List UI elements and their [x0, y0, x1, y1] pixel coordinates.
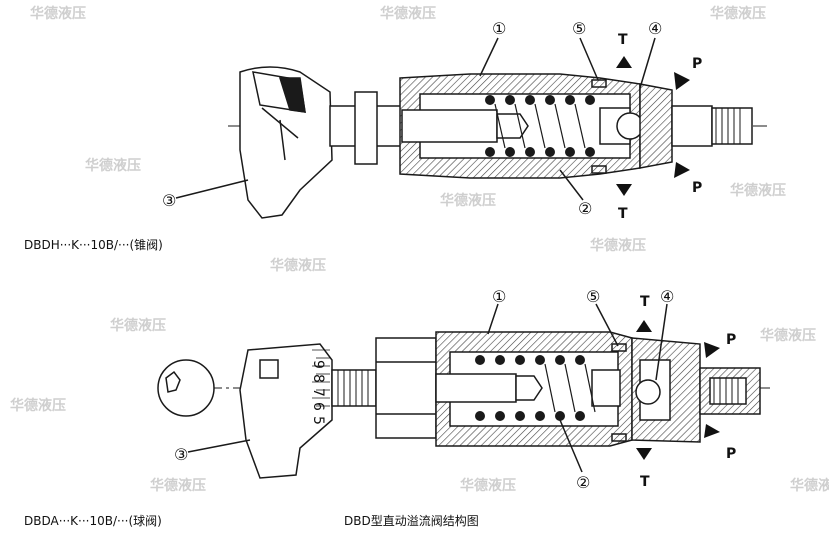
callout-4: ④ [660, 287, 674, 306]
watermark-text: 华德液压 [760, 327, 816, 344]
figure-title: DBD型直动溢流阀结构图 [344, 514, 479, 528]
bottom-valve-section [157, 303, 770, 479]
watermark-text: 华德液压 [790, 477, 829, 494]
watermark-text: 华德液压 [150, 477, 206, 494]
watermark-text: 华德液压 [460, 477, 516, 494]
callout-3: ③ [162, 191, 176, 210]
callout-2: ② [576, 473, 590, 492]
port-label-p: P [726, 446, 736, 462]
callout-1: ① [492, 287, 506, 306]
port-label-p: P [692, 180, 702, 196]
watermark-text: 华德液压 [440, 192, 496, 209]
callout-1: ① [492, 19, 506, 38]
pressure-arrow-top [674, 72, 690, 90]
callout-2: ② [578, 199, 592, 218]
tank-arrow-up [636, 320, 652, 332]
callout-3: ③ [174, 445, 188, 464]
scale-digit: 9 [310, 360, 326, 369]
tank-arrow-down [636, 448, 652, 460]
watermark-text: 华德液压 [380, 5, 436, 22]
watermark-text: 华德液压 [590, 237, 646, 254]
watermark-text: 华德液压 [270, 257, 326, 274]
bottom-model-caption: DBDA···K···10B/···(球阀) [24, 514, 162, 528]
tank-arrow-up [616, 56, 632, 68]
watermark-text: 华德液压 [110, 317, 166, 334]
port-label-p: P [692, 56, 702, 72]
bottom-port-arrows [636, 320, 720, 460]
top-port-arrows [616, 56, 690, 196]
callout-5: ⑤ [586, 287, 600, 306]
scale-digit: 8 [310, 374, 326, 383]
top-model-caption: DBDH···K···10B/···(锥阀) [24, 238, 163, 252]
port-label-t: T [618, 32, 628, 48]
watermark-text: 华德液压 [30, 5, 86, 22]
scale-digit: 5 [310, 416, 326, 425]
callout-4: ④ [648, 19, 662, 38]
top-valve-section [175, 37, 770, 219]
port-label-p: P [726, 332, 736, 348]
watermark-text: 华德液压 [710, 5, 766, 22]
port-label-t: T [640, 474, 650, 490]
watermark-text: 华德液压 [730, 182, 786, 199]
port-label-t: T [640, 294, 650, 310]
watermark-text: 华德液压 [10, 397, 66, 414]
scale-digit: 6 [310, 402, 326, 411]
pressure-arrow-top [704, 342, 720, 358]
callout-5: ⑤ [572, 19, 586, 38]
port-label-t: T [618, 206, 628, 222]
watermark-group: 华德液压 华德液压 华德液压 华德液压 华德液压 华德液压 华德液压 华德液压 … [10, 5, 829, 494]
scale-digit: 7 [310, 388, 326, 397]
pressure-arrow-bottom [704, 424, 720, 438]
tank-arrow-down [616, 184, 632, 196]
watermark-text: 华德液压 [85, 157, 141, 174]
adjustment-scale: 9 8 7 6 5 [310, 360, 326, 425]
pressure-arrow-bottom [674, 162, 690, 178]
